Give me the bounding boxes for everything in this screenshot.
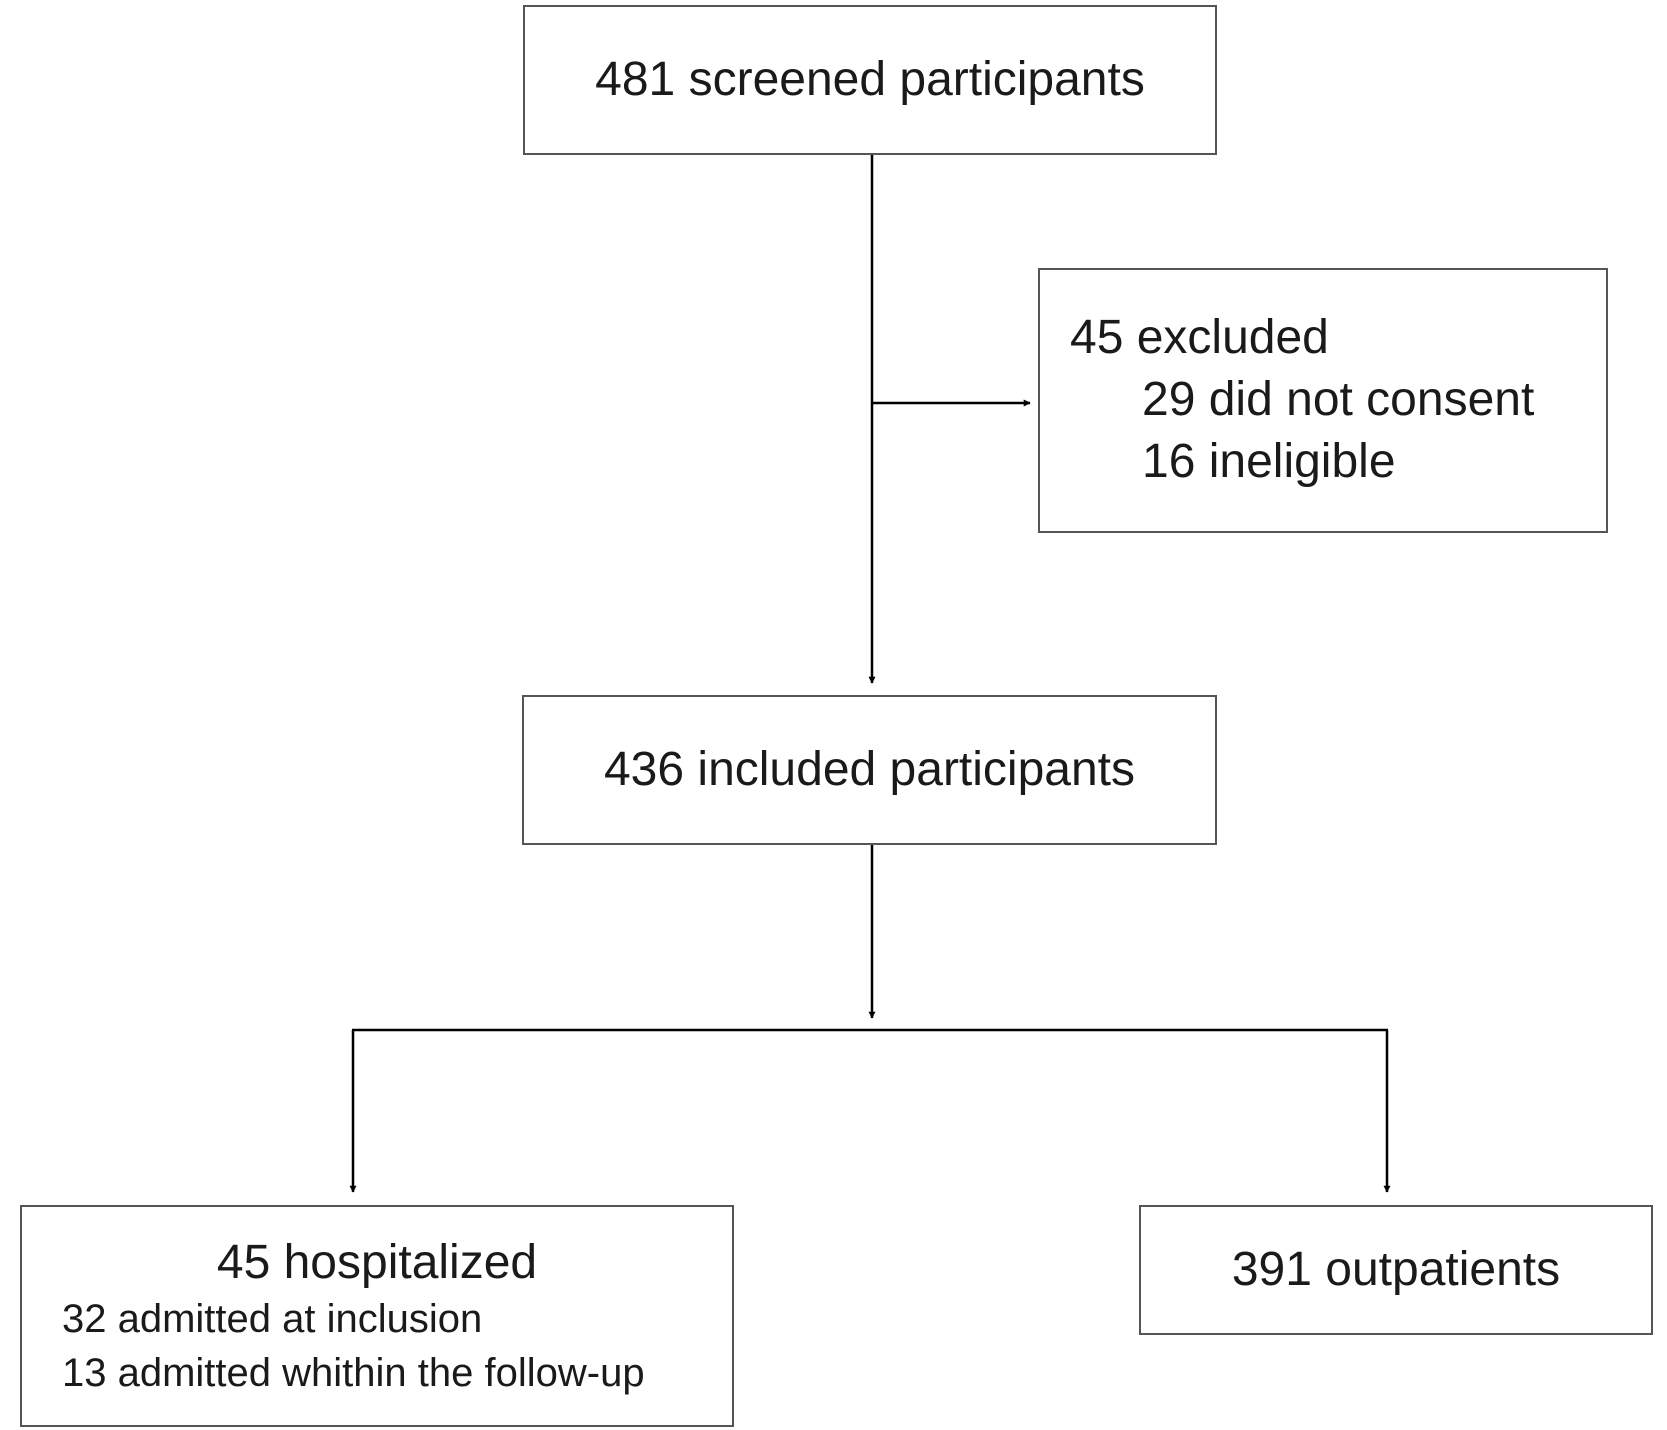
screened-box: 481 screened participants [523, 5, 1217, 155]
screened-label: 481 screened participants [595, 53, 1145, 106]
excluded-box: 45 excluded 29 did not consent 16 inelig… [1038, 268, 1608, 533]
hospitalized-detail-follow-up: 13 admitted whithin the follow-up [62, 1351, 645, 1395]
included-box: 436 included participants [522, 695, 1217, 845]
outpatients-label: 391 outpatients [1231, 1243, 1561, 1296]
outpatients-box: 391 outpatients [1139, 1205, 1653, 1335]
hospitalized-box: 45 hospitalized 32 admitted at inclusion… [20, 1205, 734, 1427]
excluded-reason-not-consent: 29 did not consent [1142, 373, 1535, 426]
included-label: 436 included participants [603, 743, 1136, 796]
hospitalized-detail-inclusion: 32 admitted at inclusion [62, 1297, 483, 1341]
hospitalized-title: 45 hospitalized [216, 1236, 538, 1289]
excluded-reason-ineligible: 16 ineligible [1142, 435, 1396, 488]
excluded-title: 45 excluded [1070, 311, 1329, 364]
